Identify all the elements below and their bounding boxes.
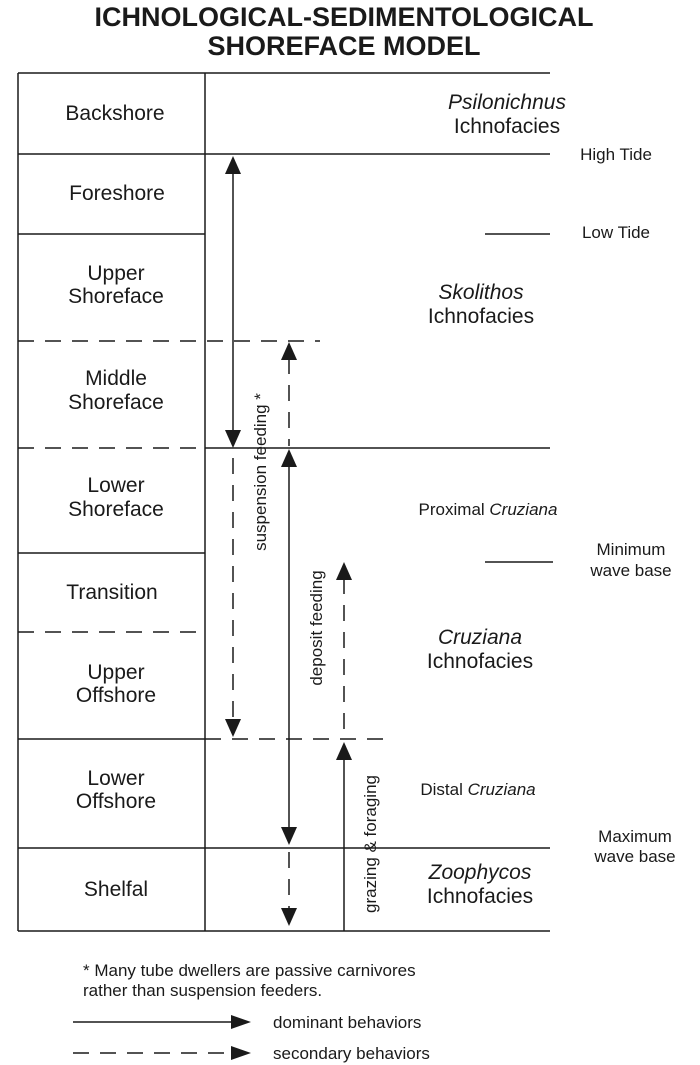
psilonichnus-suffix: Ichnofacies — [454, 115, 560, 138]
deposit-feeding-arrowhead-dashed-down — [281, 908, 297, 926]
zone-upper-shoreface-line2: Shoreface — [68, 285, 164, 308]
footnote-line2: rather than suspension feeders. — [83, 981, 322, 1000]
suspension-feeding-arrow — [225, 156, 241, 737]
high-tide-label: High Tide — [580, 145, 652, 164]
skolithos-suffix: Ichnofacies — [428, 305, 534, 328]
deposit-feeding-arrowhead-up — [281, 449, 297, 467]
zone-backshore: Backshore — [65, 102, 164, 125]
distal-cruziana-label: Distal Cruziana — [420, 780, 535, 799]
suspension-feeding-arrowhead-down — [225, 430, 241, 448]
zone-shelfal: Shelfal — [84, 878, 148, 901]
zone-column — [17, 72, 553, 932]
legend-secondary-label: secondary behaviors — [273, 1044, 430, 1063]
zone-upper-offshore-line2: Offshore — [76, 684, 156, 707]
skolithos-name: Skolithos — [438, 281, 524, 304]
legend-dashed-arrowhead — [231, 1046, 251, 1060]
diagram-title-line1: ICHNOLOGICAL-SEDIMENTOLOGICAL — [95, 2, 594, 32]
cruziana-name: Cruziana — [438, 626, 522, 649]
suspension-feeding-arrowhead-dashed — [225, 719, 241, 737]
legend: dominant behaviors secondary behaviors — [73, 1013, 430, 1063]
minimum-wave-base-label-line1: Minimum — [597, 540, 666, 559]
zoophycos-suffix: Ichnofacies — [427, 885, 533, 908]
deposit-feeding-label: deposit feeding — [307, 570, 326, 685]
suspension-feeding-arrowhead-up — [225, 156, 241, 174]
deposit-feeding-arrowhead-dashed-up — [281, 342, 297, 360]
deposit-feeding-arrowhead-down — [281, 827, 297, 845]
distal-cruziana-prefix: Distal — [420, 780, 467, 799]
grazing-foraging-arrowhead-up — [336, 742, 352, 760]
legend-dominant-label: dominant behaviors — [273, 1013, 421, 1032]
proximal-cruziana-prefix: Proximal — [419, 500, 490, 519]
zone-upper-shoreface-line1: Upper — [87, 262, 144, 285]
proximal-cruziana-name: Cruziana — [489, 500, 557, 519]
legend-solid-arrowhead — [231, 1015, 251, 1029]
psilonichnus-name: Psilonichnus — [448, 91, 566, 114]
suspension-feeding-label: suspension feeding * — [251, 393, 270, 551]
maximum-wave-base-label-line1: Maximum — [598, 827, 672, 846]
grazing-foraging-arrowhead-dashed-up — [336, 562, 352, 580]
zone-foreshore: Foreshore — [69, 182, 165, 205]
low-tide-label: Low Tide — [582, 223, 650, 242]
zone-lower-offshore-line2: Offshore — [76, 790, 156, 813]
grazing-foraging-arrow — [336, 562, 352, 931]
distal-cruziana-name: Cruziana — [468, 780, 536, 799]
zone-upper-offshore-line1: Upper — [87, 661, 144, 684]
zoophycos-name: Zoophycos — [428, 861, 532, 884]
grazing-foraging-label: grazing & foraging — [361, 775, 380, 913]
deposit-feeding-arrow — [281, 342, 297, 926]
diagram-title-line2: SHOREFACE MODEL — [207, 31, 480, 61]
zone-middle-shoreface-line1: Middle — [85, 367, 147, 390]
zone-lower-shoreface-line2: Shoreface — [68, 498, 164, 521]
zone-transition: Transition — [66, 581, 157, 604]
zone-lower-shoreface-line1: Lower — [87, 474, 144, 497]
zone-lower-offshore-line1: Lower — [87, 767, 144, 790]
zone-middle-shoreface-line2: Shoreface — [68, 391, 164, 414]
maximum-wave-base-label-line2: wave base — [593, 847, 675, 866]
minimum-wave-base-label-line2: wave base — [589, 561, 671, 580]
proximal-cruziana-label: Proximal Cruziana — [419, 500, 558, 519]
cruziana-suffix: Ichnofacies — [427, 650, 533, 673]
footnote-line1: * Many tube dwellers are passive carnivo… — [83, 961, 416, 980]
